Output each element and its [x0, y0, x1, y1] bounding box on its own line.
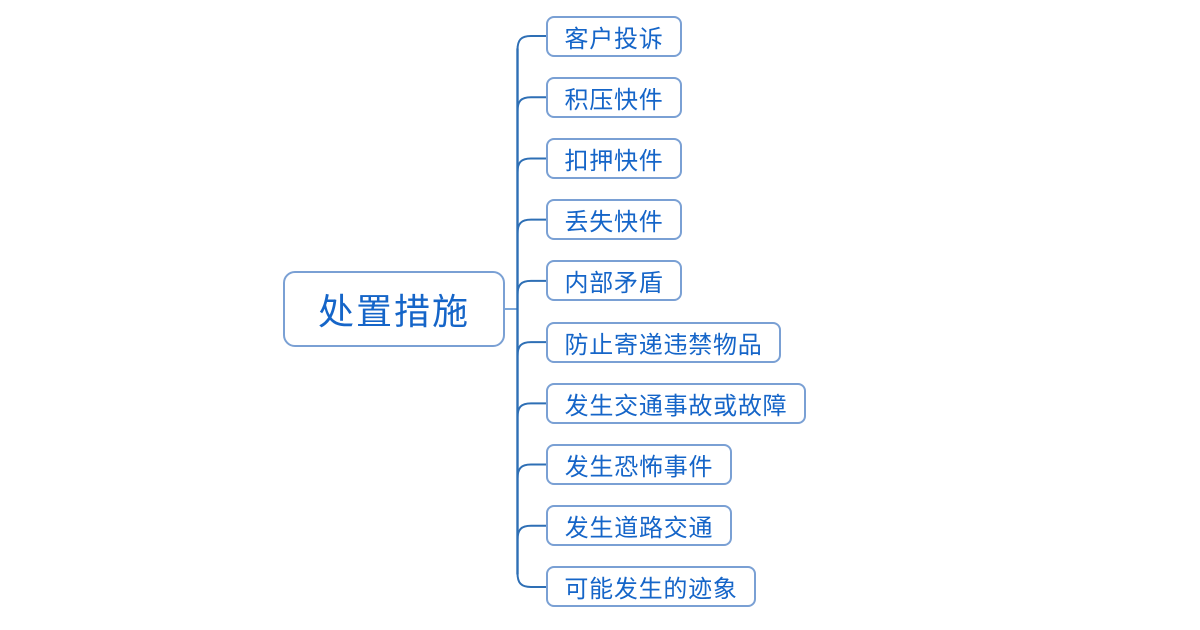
connector-path [516, 341, 547, 358]
child-node-3[interactable]: 扣押快件 [546, 137, 682, 179]
child-node-label: 防止寄递违禁物品 [564, 332, 763, 359]
child-node-label: 发生道路交通 [564, 516, 714, 543]
child-node-label: 可能发生的迹象 [564, 577, 738, 604]
connector-path [516, 35, 547, 51]
child-node-label: 内部矛盾 [564, 271, 664, 298]
child-node-label: 丢失快件 [564, 210, 664, 237]
root-node[interactable]: 处置措施 [283, 271, 505, 347]
child-node-6[interactable]: 防止寄递违禁物品 [546, 321, 781, 363]
child-node-7[interactable]: 发生交通事故或故障 [546, 382, 806, 424]
connector-path [516, 218, 547, 235]
connector-path [516, 157, 547, 174]
connector-path [516, 463, 547, 480]
connector-path [516, 571, 547, 588]
connector-path [516, 524, 547, 541]
child-node-5[interactable]: 内部矛盾 [546, 260, 682, 302]
child-node-1[interactable]: 客户投诉 [546, 15, 682, 57]
child-node-8[interactable]: 发生恐怖事件 [546, 444, 732, 486]
child-node-label: 扣押快件 [564, 148, 664, 175]
connector-path [516, 402, 547, 419]
root-node-label: 处置措施 [317, 292, 470, 332]
connector-path [516, 279, 547, 296]
child-node-9[interactable]: 发生道路交通 [546, 505, 732, 547]
child-node-label: 积压快件 [564, 87, 664, 114]
child-node-2[interactable]: 积压快件 [546, 76, 682, 118]
child-node-10[interactable]: 可能发生的迹象 [546, 566, 756, 608]
connector-path [516, 96, 547, 113]
child-node-label: 发生交通事故或故障 [564, 393, 788, 420]
child-node-4[interactable]: 丢失快件 [546, 199, 682, 241]
child-node-label: 发生恐怖事件 [564, 455, 714, 482]
child-node-label: 客户投诉 [564, 26, 664, 53]
